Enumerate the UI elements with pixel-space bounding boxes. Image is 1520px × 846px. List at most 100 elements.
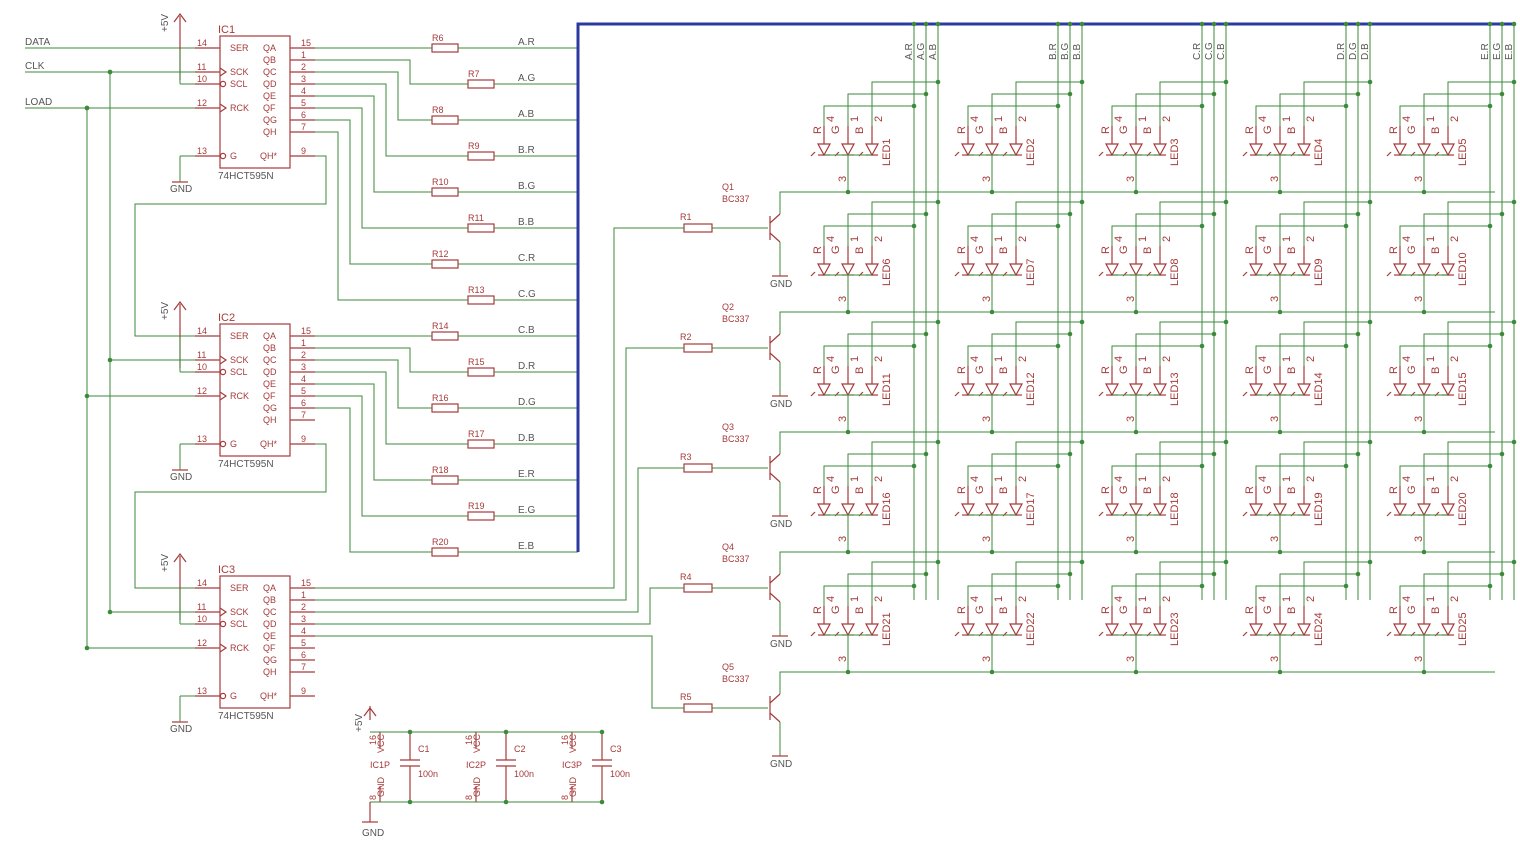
pin-name: RCK — [230, 391, 249, 401]
resistor-name: R13 — [468, 285, 485, 295]
pin-number: 12 — [197, 638, 207, 648]
led-name: LED21 — [881, 612, 893, 646]
pin-name: GND — [376, 777, 386, 798]
pin-name: SCL — [230, 619, 248, 629]
led-pin-number: 1 — [1425, 596, 1437, 602]
led-name: LED2 — [1025, 138, 1037, 166]
led-name: LED25 — [1457, 612, 1469, 646]
led-name: LED17 — [1025, 492, 1037, 526]
pin-name: QB — [263, 55, 276, 65]
led-pin-number: 1 — [1137, 116, 1149, 122]
led-name: LED6 — [881, 258, 893, 286]
led-name: LED19 — [1313, 492, 1325, 526]
led-pin-number: 2 — [873, 356, 885, 362]
resistor-name: R8 — [432, 105, 444, 115]
pin-name: QB — [263, 343, 276, 353]
led-color-label: G — [1406, 125, 1418, 134]
led-pin-number: 2 — [873, 596, 885, 602]
pin-name: QA — [263, 43, 276, 53]
led-name: LED23 — [1169, 612, 1181, 646]
pin-number: 2 — [301, 350, 306, 360]
resistor-name: R4 — [680, 572, 692, 582]
pin-name: VCC — [472, 733, 482, 753]
pin-number: 8 — [368, 795, 378, 800]
resistor-name: R9 — [468, 141, 480, 151]
resistor — [467, 79, 495, 89]
led-pin-number: 1 — [993, 596, 1005, 602]
led-pin-number: 4 — [1113, 476, 1125, 482]
led-color-label: B — [854, 607, 866, 614]
column-bus — [576, 22, 1515, 552]
led-name: LED20 — [1457, 492, 1469, 526]
pin-name: QH* — [260, 439, 278, 449]
led-color-label: B — [854, 127, 866, 134]
pin-number: 1 — [301, 590, 306, 600]
led-pin-number: 2 — [1449, 116, 1461, 122]
pin-number: 16 — [560, 735, 570, 745]
pin-name: VCC — [568, 733, 578, 753]
net-label: A.B — [518, 109, 534, 120]
pin-name: G — [230, 151, 237, 161]
capacitor-value: 100n — [610, 769, 630, 779]
net-label: C.G — [518, 289, 536, 300]
resistor — [467, 439, 495, 449]
led-pin-number: 3 — [1125, 656, 1137, 662]
led-pin-number: 1 — [1281, 236, 1293, 242]
base-resistor — [683, 343, 713, 353]
led-pin-number: 3 — [1269, 296, 1281, 302]
pin-name: QH* — [260, 151, 278, 161]
vcc-label: +5V — [354, 714, 365, 732]
net-label: B.G — [518, 181, 535, 192]
led-pin-number: 4 — [825, 476, 837, 482]
led-pin-number: 4 — [1257, 476, 1269, 482]
led-color-label: R — [1244, 366, 1256, 374]
pin-number: 14 — [197, 326, 207, 336]
pin-name: SCK — [230, 355, 249, 365]
net-label: B.R — [518, 145, 535, 156]
led-name: LED22 — [1025, 612, 1037, 646]
led-pin-number: 1 — [993, 116, 1005, 122]
led-pin-number: 2 — [1305, 476, 1317, 482]
column-net-label: E.G — [1492, 43, 1503, 60]
clk-input-label: CLK — [25, 61, 45, 72]
led-name: LED5 — [1457, 138, 1469, 166]
transistor-type: BC337 — [722, 194, 750, 204]
resistor — [467, 223, 495, 233]
led-pin-number: 4 — [969, 356, 981, 362]
column-net-label: D.R — [1336, 43, 1347, 60]
led-pin-number: 4 — [1113, 116, 1125, 122]
led-color-label: B — [1142, 127, 1154, 134]
led-pin-number: 3 — [837, 296, 849, 302]
pin-name: QH — [263, 415, 277, 425]
led-pin-number: 4 — [1401, 236, 1413, 242]
base-resistor — [683, 463, 713, 473]
led-color-label: G — [974, 125, 986, 134]
pin-name: GND — [568, 777, 578, 798]
column-net-label: A.R — [904, 43, 915, 60]
pin-name: QH* — [260, 691, 278, 701]
pin-number: 1 — [301, 338, 306, 348]
led-pin-number: 1 — [1425, 116, 1437, 122]
base-drive — [315, 227, 684, 709]
resistor-name: R14 — [432, 321, 449, 331]
led-pin-number: 4 — [1257, 596, 1269, 602]
led-pin-number: 2 — [1449, 596, 1461, 602]
resistor — [431, 403, 459, 413]
led-color-label: B — [1142, 487, 1154, 494]
led-color-label: G — [830, 485, 842, 494]
led-name: LED13 — [1169, 372, 1181, 406]
led-color-label: R — [812, 246, 824, 254]
led-color-label: R — [1244, 606, 1256, 614]
pin-name: SER — [230, 583, 249, 593]
led-color-label: R — [812, 486, 824, 494]
led-color-label: G — [1118, 605, 1130, 614]
led-pin-number: 3 — [1125, 536, 1137, 542]
power-pin-ic: IC2P — [466, 760, 486, 770]
led-name: LED14 — [1313, 372, 1325, 406]
